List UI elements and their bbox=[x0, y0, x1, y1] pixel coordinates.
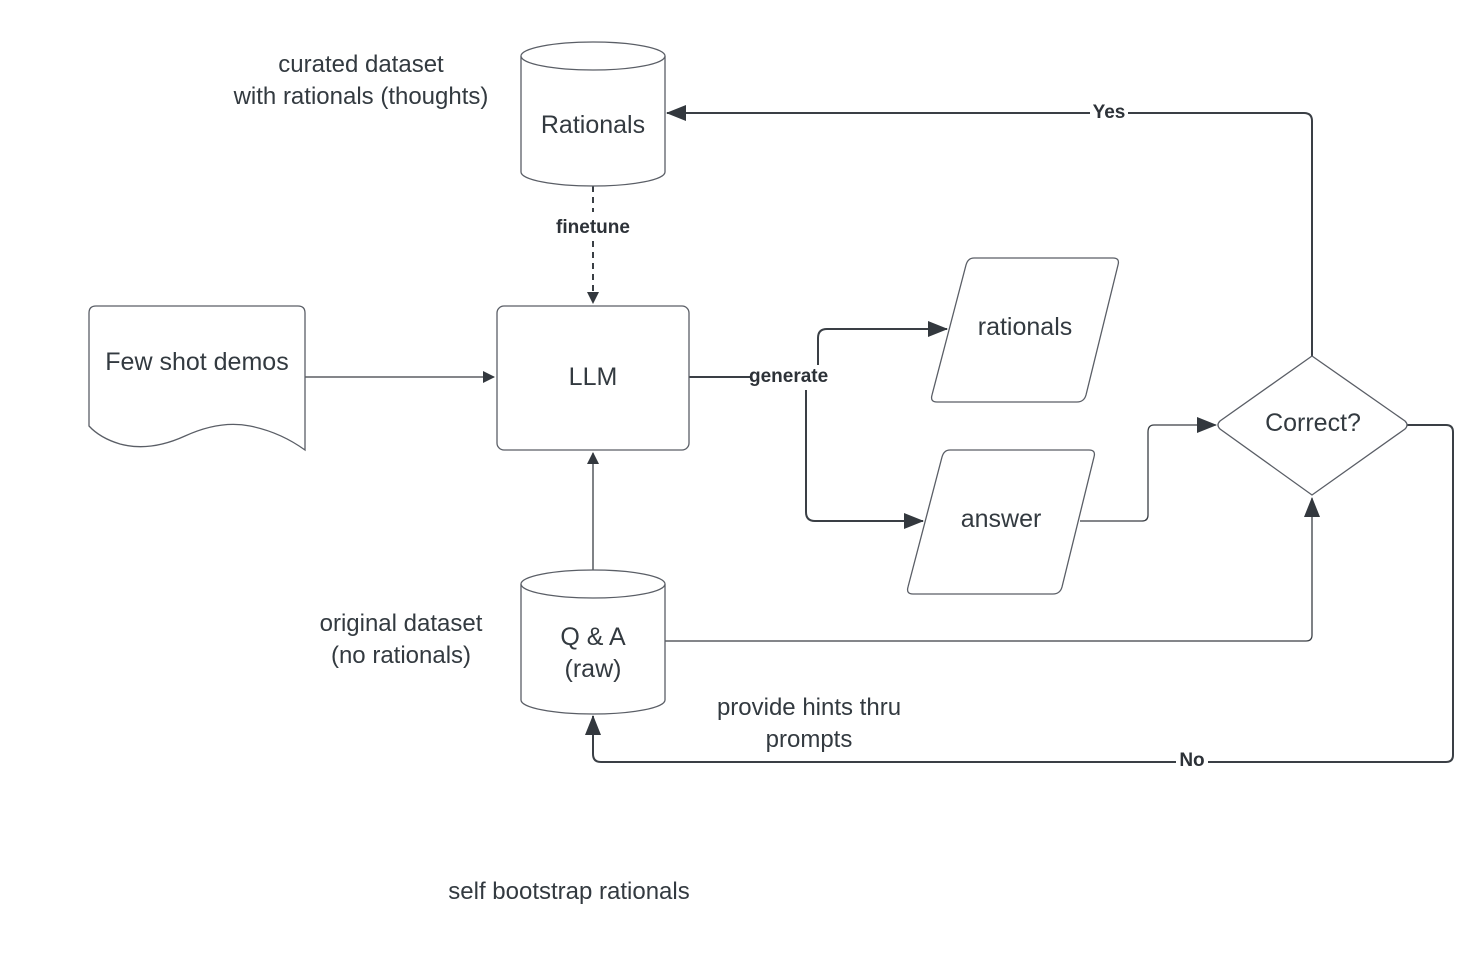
original-dataset-annotation-line1: original dataset bbox=[320, 610, 483, 637]
few-shot-demos-document[interactable]: Few shot demos bbox=[88, 305, 306, 452]
correct-decision[interactable]: Correct? bbox=[1217, 355, 1408, 496]
original-dataset-annotation-line2: (no rationals) bbox=[331, 642, 471, 669]
edge-label-finetune: finetune bbox=[556, 217, 630, 238]
edge-label-yes: Yes bbox=[1093, 102, 1126, 123]
edge-generate-to-rationals bbox=[817, 321, 948, 365]
hints-annotation-line2: prompts bbox=[766, 726, 853, 753]
qa-raw-label-line2: (raw) bbox=[565, 655, 622, 683]
rationals-datastore-label: Rationals bbox=[541, 111, 645, 139]
hints-annotation-line1: provide hints thru bbox=[717, 694, 901, 721]
llm-process[interactable]: LLM bbox=[496, 305, 690, 451]
curated-dataset-annotation-line2: with rationals (thoughts) bbox=[233, 83, 489, 110]
diagram-title: self bootstrap rationals bbox=[448, 878, 689, 905]
rationals-datastore[interactable]: Rationals bbox=[520, 41, 666, 187]
answer-output-label: answer bbox=[961, 505, 1042, 533]
curated-dataset-annotation-line1: curated dataset bbox=[278, 51, 444, 78]
rationals-output[interactable]: rationals bbox=[930, 257, 1120, 403]
answer-output[interactable]: answer bbox=[906, 449, 1096, 595]
few-shot-demos-label: Few shot demos bbox=[105, 348, 288, 376]
edge-label-no: No bbox=[1179, 750, 1204, 771]
edge-label-generate: generate bbox=[749, 366, 828, 387]
llm-label: LLM bbox=[569, 363, 618, 391]
edge-answer-to-correct bbox=[1080, 417, 1217, 522]
edge-qa-to-correct bbox=[665, 497, 1320, 642]
edge-generate-to-answer bbox=[805, 390, 924, 529]
edge-yes bbox=[666, 105, 1313, 356]
edge-no bbox=[585, 424, 1454, 763]
qa-raw-label-line1: Q & A bbox=[560, 623, 626, 651]
rationals-output-label: rationals bbox=[978, 313, 1073, 341]
qa-raw-datastore[interactable]: Q & A (raw) bbox=[520, 569, 666, 715]
correct-decision-label: Correct? bbox=[1265, 409, 1361, 437]
